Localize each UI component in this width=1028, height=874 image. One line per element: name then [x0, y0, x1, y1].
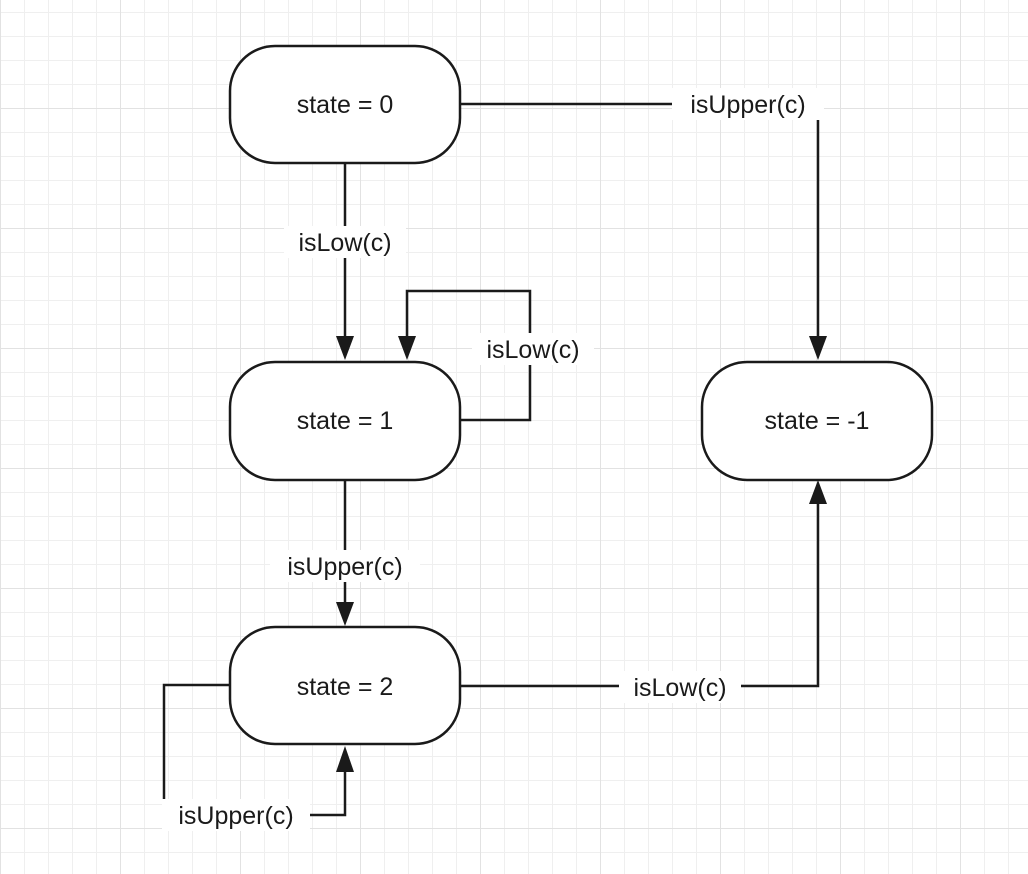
node-state-neg1: state = -1 — [700, 360, 934, 482]
node-label-state-1: state = 1 — [297, 407, 394, 435]
edge-s2-self-loop: isUpper(c) — [162, 683, 354, 831]
edge-label-s1-self: isLow(c) — [486, 336, 579, 364]
edge-label-s1-to-s2: isUpper(c) — [287, 553, 402, 581]
edge-s0-to-sneg: isUpper(c) — [460, 88, 827, 360]
node-state-1: state = 1 — [228, 360, 462, 482]
edge-label-s0-to-sneg: isUpper(c) — [690, 91, 805, 119]
node-label-state-2: state = 2 — [297, 673, 394, 701]
edge-s1-self-loop: isLow(c) — [398, 289, 594, 422]
edge-s1-to-s2: isUpper(c) — [270, 480, 420, 626]
node-label-state-neg1: state = -1 — [765, 407, 870, 435]
node-label-state-0: state = 0 — [297, 91, 394, 119]
edge-s2-to-sneg: isLow(c) — [460, 480, 827, 703]
node-state-2: state = 2 — [228, 625, 462, 746]
edge-label-s0-to-s1: isLow(c) — [298, 229, 391, 257]
edge-label-s2-to-sneg: isLow(c) — [633, 674, 726, 702]
node-state-0: state = 0 — [228, 44, 462, 165]
edge-label-s2-self: isUpper(c) — [178, 802, 293, 830]
edge-s0-to-s1: isLow(c) — [284, 163, 406, 360]
